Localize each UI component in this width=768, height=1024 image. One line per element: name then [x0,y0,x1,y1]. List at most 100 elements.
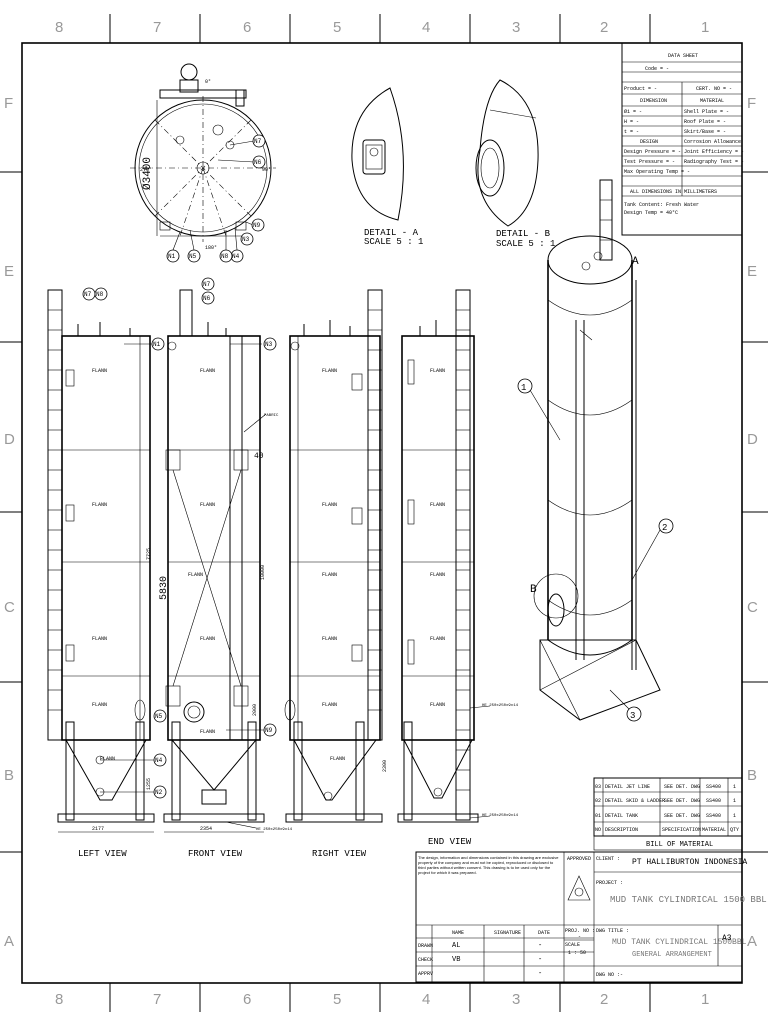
left-nozzle-bubble-n4 [153,753,167,767]
front-nozzle-bubble-n6 [201,291,215,305]
front-view-flange-3: FLANN [188,572,203,578]
data-sheet: DATA SHEET Code = - Product = - CERT. NO… [621,42,744,236]
front-nozzle-label-n6: N6 [203,295,211,302]
col-5-bottom: 5 [333,991,341,1008]
nozzle-label-n9-plan: N9 [253,222,261,229]
row-a-left: A [4,933,14,950]
plan-angle-180: 180° [205,245,217,251]
left-nozzle-label-n4: N4 [155,757,163,764]
title-block-name-col: NAME [452,930,464,936]
right-view: FLANN FLANN FLANN FLANN FLANN FLANN 2300… [284,289,388,859]
iso-callout-3 [626,706,642,722]
detail-b-title: DETAIL - B [496,229,551,239]
detail-b: DETAIL - B SCALE 5 : 1 [475,79,555,249]
nozzle-bubble-n7 [252,134,266,148]
bom-row-3-qty: 1 [733,813,736,819]
detail-a-title: DETAIL - A [364,228,419,238]
nozzle-bubble-n6 [252,155,266,169]
left-view-cone-dim: 1255 [146,778,152,790]
title-block-dwg-title: MUD TANK CYLINDRICAL 1500BBL [612,938,747,947]
nozzle-label-n3-plan: N3 [242,236,250,243]
data-sheet-radiography: Radiography Test = - [684,159,744,165]
left-view-flange-3: FLANN [92,636,107,642]
front-view-label: FRONT VIEW [188,849,243,859]
left-nozzle-label-n5: N5 [155,713,163,720]
drawing-border [0,14,768,1012]
row-c-right: C [747,599,758,616]
end-view-flange-5: FLANN [430,702,445,708]
iso-callout-2-label: 2 [662,523,667,533]
data-sheet-max-temp: Max Operating Temp = - [624,169,690,175]
row-c-left: C [4,599,15,616]
bom-row-1-mat: SS400 [706,784,721,790]
left-view-width-dim: 2177 [92,826,104,832]
col-4-bottom: 4 [422,991,430,1008]
col-1-top: 1 [701,19,709,36]
title-block-sign-col: SIGNATURE [494,930,521,936]
title-block-proj-no: - [578,934,581,940]
left-nozzle-label-n2: N2 [155,789,163,796]
front-view-fabric-label: FABRIC [264,414,279,418]
data-sheet-note-1: Tank Content: Fresh Water [624,202,699,208]
col-7-bottom: 7 [153,991,161,1008]
title-block-dwg-no: - [620,972,623,978]
end-view-flange-1: FLANN [430,368,445,374]
iso-callout-1 [517,378,533,394]
plan-angle-90: 90° [262,167,271,173]
left-view: 2177 FLANN FLANN FLANN FLANN FLANN 7725 … [47,287,167,859]
nozzle-label-n6: N6 [254,159,262,166]
left-nozzle-label-n7: N7 [84,291,92,298]
bom-row-3-mat: SS400 [706,813,721,819]
data-sheet-note-2: Design Temp = 40°C [624,210,678,216]
left-view-flange-4: FLANN [92,702,107,708]
bom-header-desc: DESCRIPTION [605,827,638,833]
data-sheet-skirt: Skirt/Base = - [684,129,726,135]
title-block-drawn-date: - [538,942,542,950]
title-block-dwg-no-label: DWG NO : [596,972,620,978]
bom-row-2-spec: SEE DET. DWG [664,798,700,804]
end-view-label: END VIEW [428,837,472,847]
front-view-he-label: HE 250x250x9x14 [256,828,293,832]
bom-row-1-qty: 1 [733,784,736,790]
nozzle-label-n5-plan: N5 [189,253,197,260]
row-f-right: F [747,95,756,112]
bom-row-3-desc: DETAIL TANK [605,813,638,819]
row-b-left: B [4,767,14,784]
end-view-he-label-1: HE 250x250x9x14 [482,704,519,708]
front-view-total-dim: 10000 [260,565,266,580]
nozzle-label-n1-plan: N1 [168,253,176,260]
bom-header-mat: MATERIAL [702,827,726,833]
data-sheet-t: t = - [624,129,639,135]
end-view-he-label-2: HE 250x250x9x14 [482,814,519,818]
title-block-project: MUD TANK CYLINDRICAL 1500 BBL [610,895,767,905]
col-1-bottom: 1 [701,991,709,1008]
row-b-right: B [747,767,757,784]
col-7-top: 7 [153,19,161,36]
front-view: 2354 FLANN FLANN FLANN FLANN FLANN 5830 … [159,277,293,859]
title-block-approved-label: APPROVED [567,856,591,862]
bom-row-3-no: 01 [595,813,601,819]
row-d-left: D [4,431,15,448]
bom-header-no: NO [595,827,601,833]
left-nozzle-bubble-n8 [94,287,108,301]
plan-angle-270: 270° [140,167,152,173]
end-view-flange-3: FLANN [430,572,445,578]
title-block-approve-label: APPRV [418,971,433,977]
left-view-flange-2: FLANN [92,502,107,508]
title-block-dwg-subtitle: GENERAL ARRANGEMENT [632,951,712,959]
data-sheet-design-head: DESIGN [640,139,658,145]
right-view-flange-1: FLANN [322,368,337,374]
frame-labels: 8 7 6 5 4 3 2 1 8 7 6 5 4 3 2 1 F E D C … [4,19,758,1008]
col-2-bottom: 2 [600,991,608,1008]
title-block-scale: 1 : 50 [568,950,586,956]
left-nozzle-label-n8: N8 [96,291,104,298]
front-view-skirt-dim: 2000 [252,704,258,716]
isometric-view: 1 2 3 A B [517,179,674,722]
detail-a: DETAIL - A SCALE 5 : 1 [351,87,423,247]
iso-detail-b-ref: B [530,584,537,596]
row-e-left: E [4,263,14,280]
data-sheet-h: H = - [624,119,639,125]
col-5-top: 5 [333,19,341,36]
col-8-top: 8 [55,19,63,36]
col-4-top: 4 [422,19,430,36]
